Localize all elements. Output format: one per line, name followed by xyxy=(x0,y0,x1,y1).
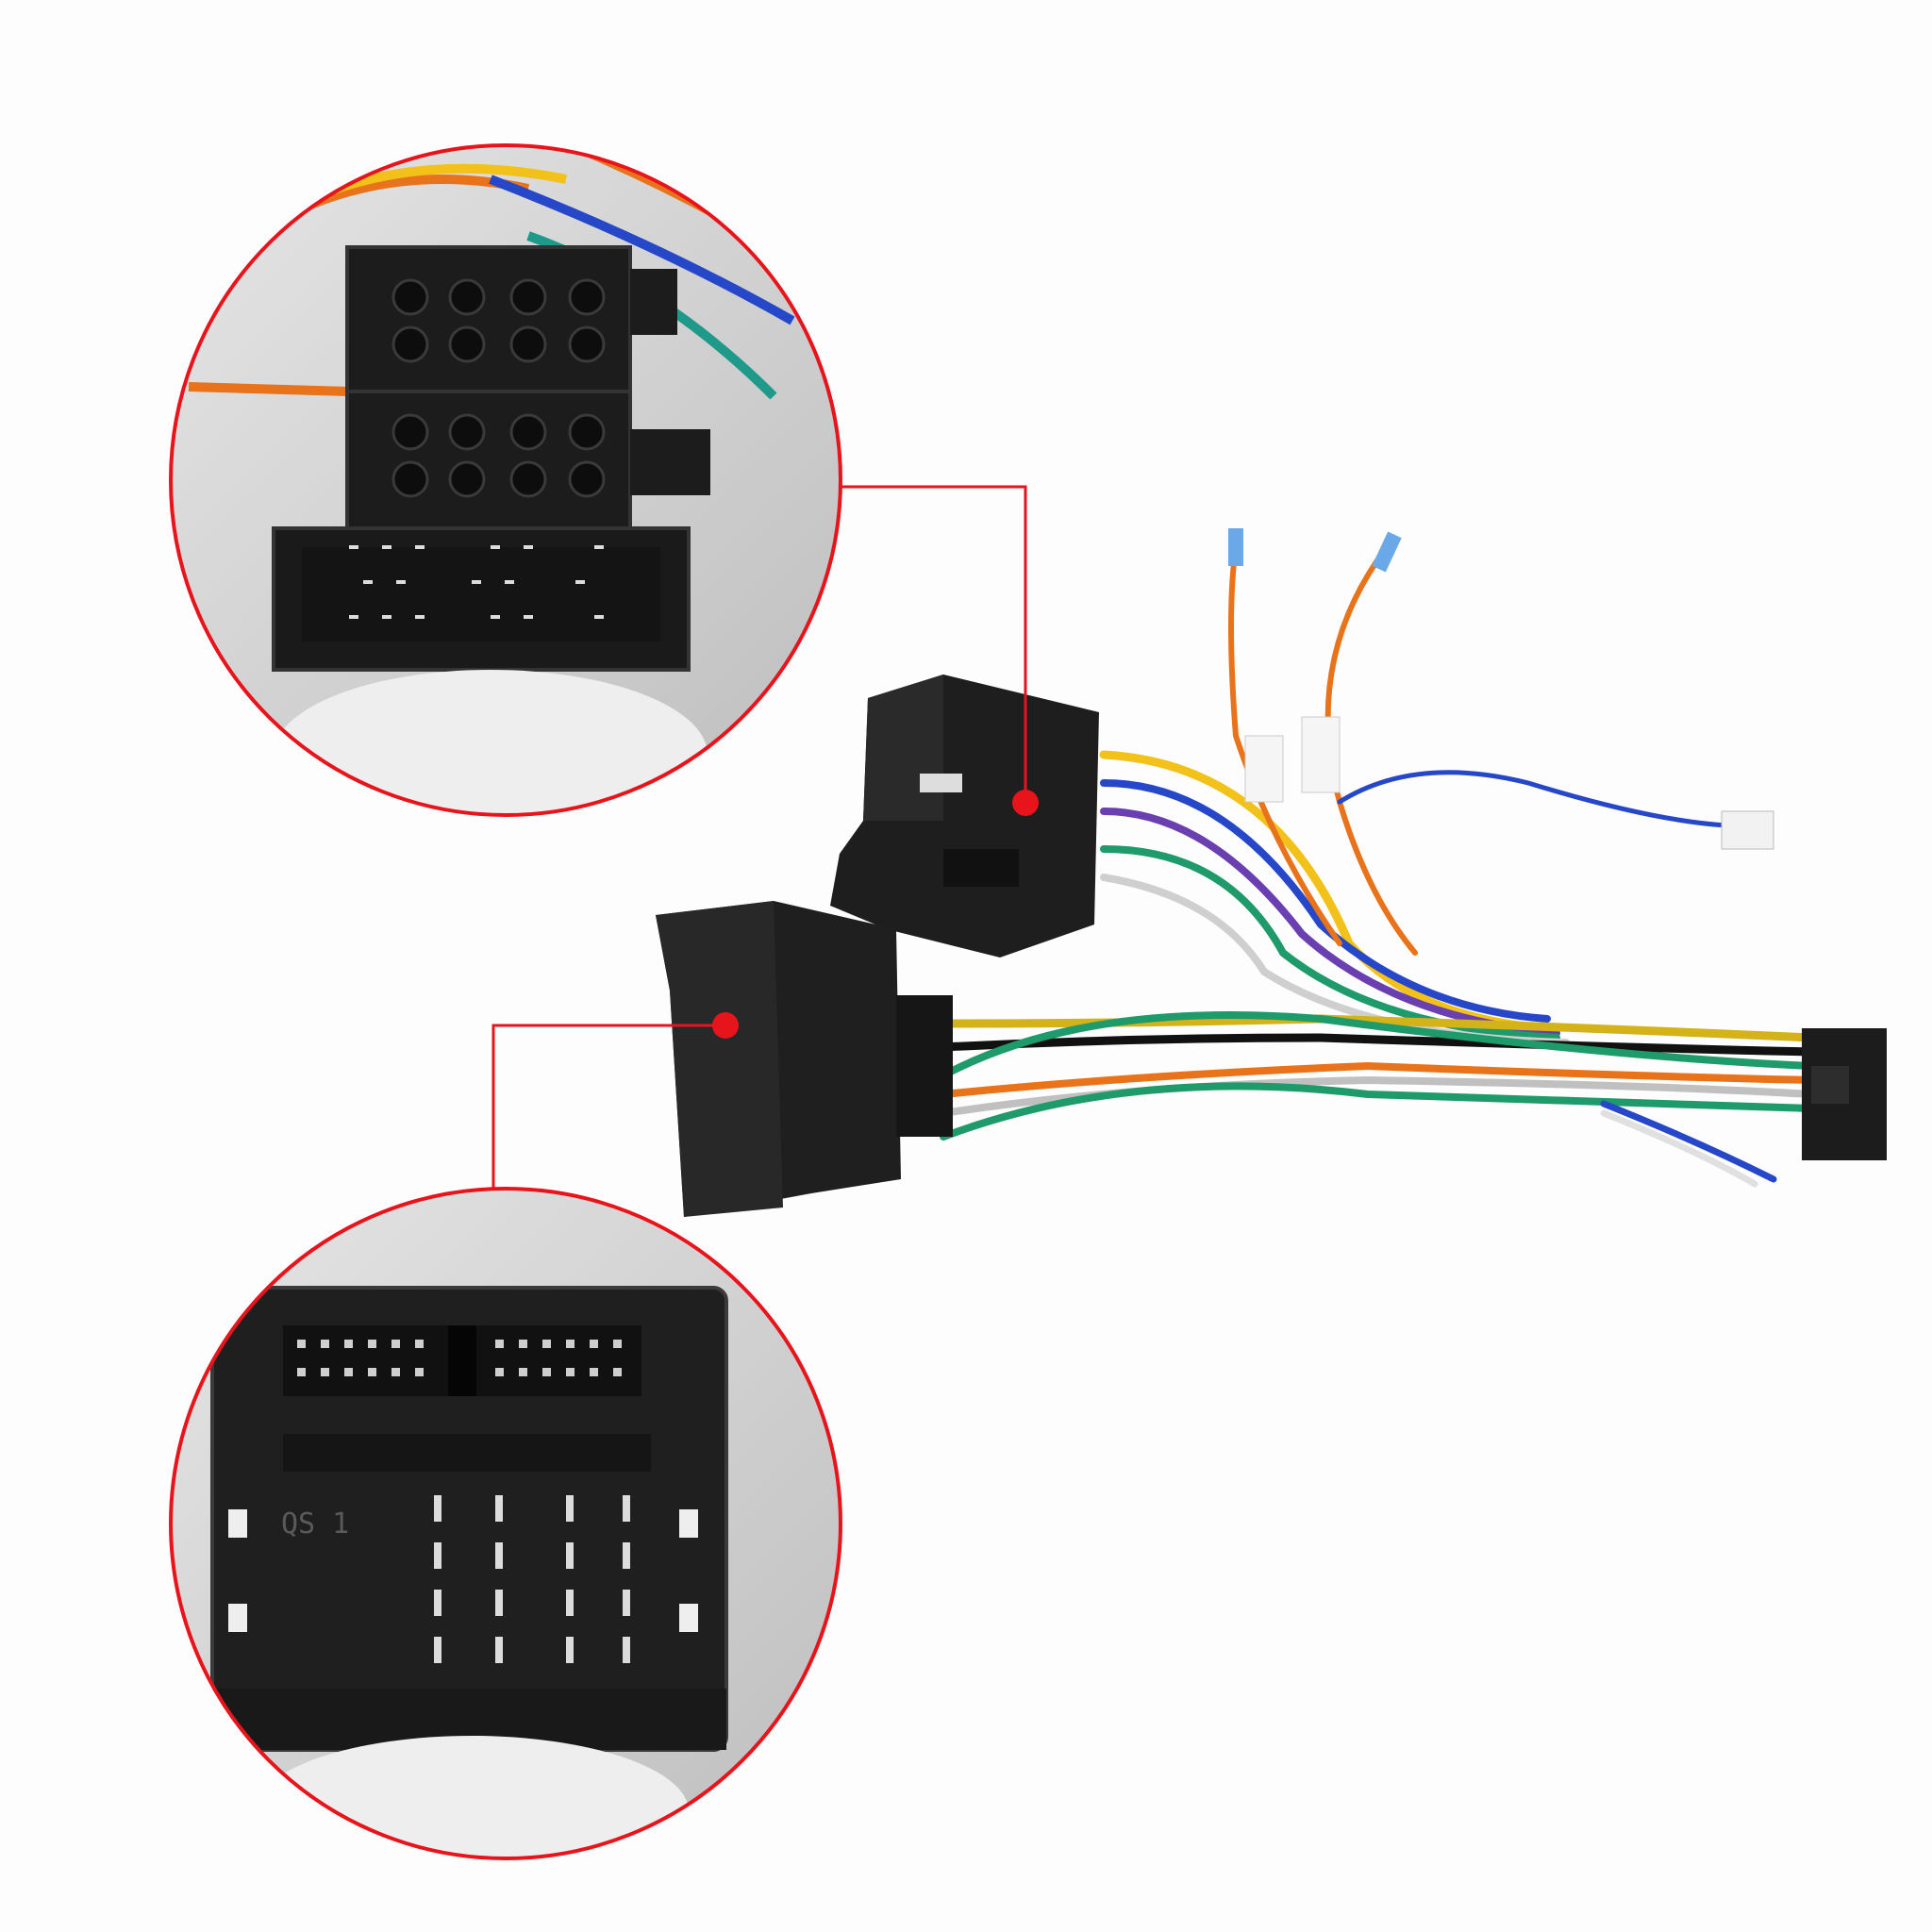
top-callout-dot xyxy=(1012,790,1039,816)
iso-connector xyxy=(830,675,1099,958)
wire-label-tag xyxy=(1301,716,1341,793)
top-callout-circle xyxy=(169,143,842,817)
bottom-callout-circle xyxy=(169,1187,842,1860)
callout-lines xyxy=(491,485,1027,1189)
radio-side-connector xyxy=(1802,1028,1887,1160)
wire-bundle xyxy=(939,544,1816,1188)
quadlock-connector xyxy=(656,901,953,1217)
wire-label-tag xyxy=(1244,735,1284,803)
top-connector-pins xyxy=(391,278,606,498)
small-white-plug xyxy=(1721,810,1774,850)
bottom-connector-pins xyxy=(434,1495,630,1663)
quadlock-connector-closeup: QS 1 xyxy=(171,1189,841,1858)
bottom-callout-dot xyxy=(712,1012,739,1039)
wire-terminal xyxy=(1372,531,1402,573)
iso-connector-closeup xyxy=(171,145,841,815)
wire-terminal xyxy=(1228,528,1243,566)
connector-marking: QS 1 xyxy=(281,1507,349,1541)
